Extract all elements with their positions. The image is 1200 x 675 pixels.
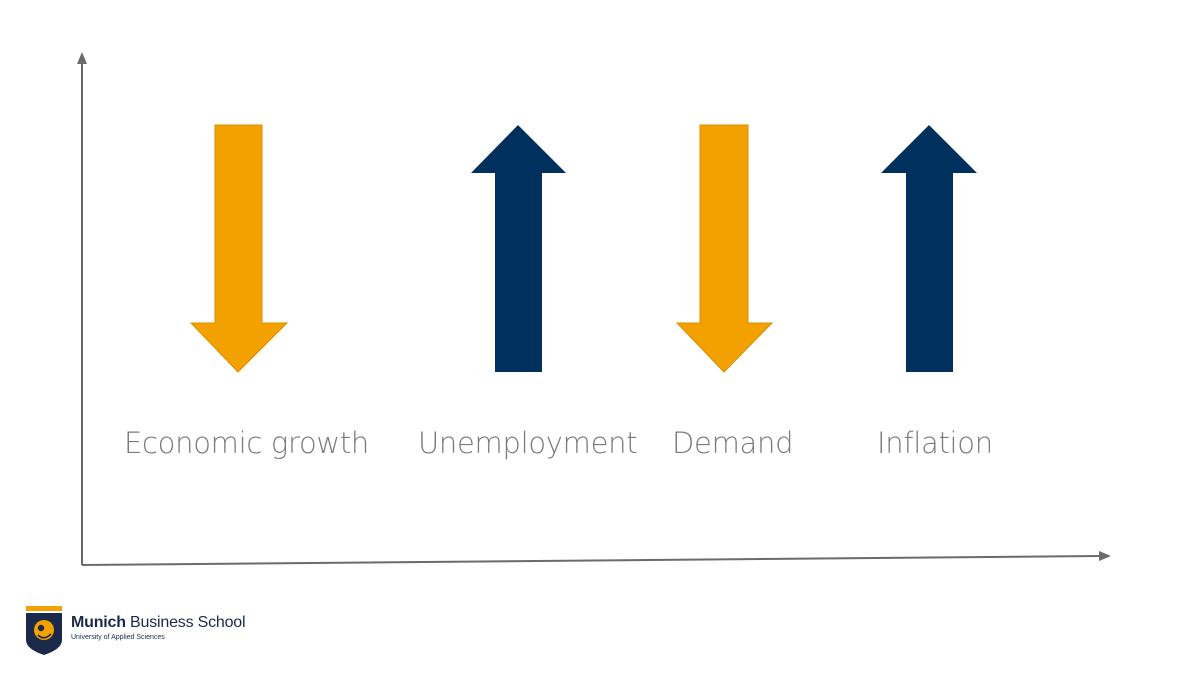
label-inflation: Inflation (877, 426, 993, 460)
label-economic-growth: Economic growth (124, 426, 370, 460)
label-unemployment: Unemployment (418, 426, 638, 460)
unemployment-arrow-up-icon (471, 125, 566, 372)
logo-wordmark: Munich Business School (71, 614, 246, 632)
demand-arrow-down-icon (675, 124, 774, 373)
axes (77, 52, 1111, 566)
lion-shield-icon (26, 606, 62, 655)
inflation-arrow-up-icon (881, 125, 977, 372)
economic-growth-arrow-down-icon (189, 124, 289, 373)
y-axis-arrowhead-icon (77, 52, 87, 64)
x-axis-arrowhead-icon (1099, 551, 1111, 561)
label-demand: Demand (672, 426, 794, 460)
logo-name-rest: Business School (125, 614, 246, 631)
logo-subtitle: University of Applied Sciences (71, 634, 165, 641)
x-axis (81, 555, 1101, 566)
logo-name-bold: Munich (71, 614, 126, 631)
school-logo: Munich Business School University of App… (24, 604, 284, 660)
